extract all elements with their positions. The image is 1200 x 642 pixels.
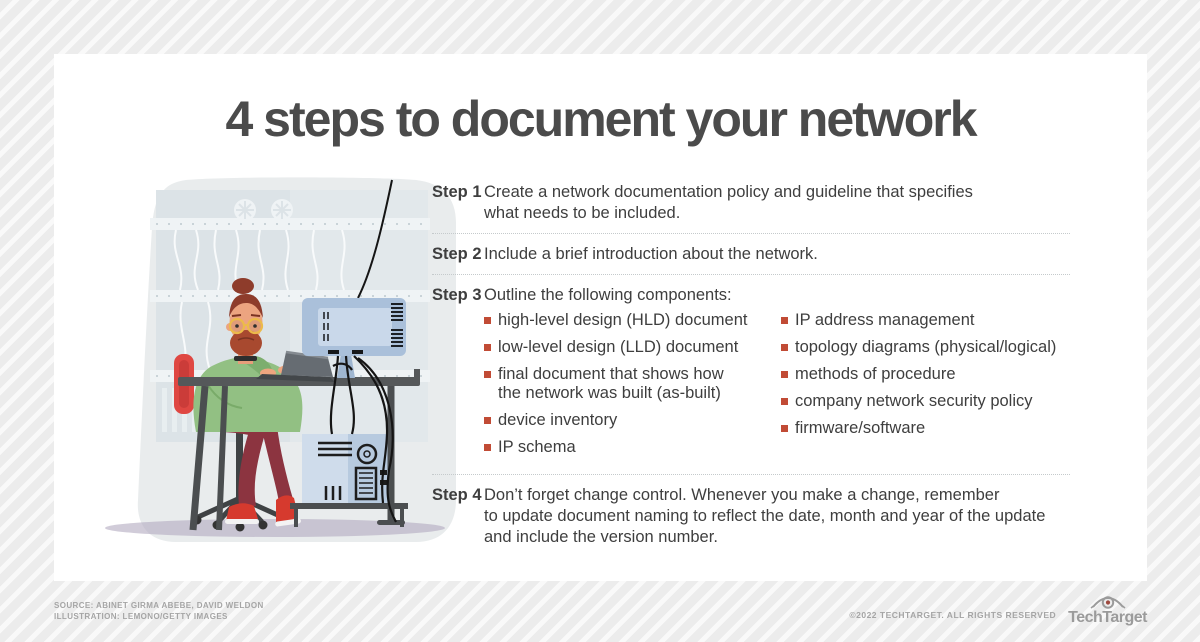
list-item: company network security policy — [781, 392, 1070, 411]
step-1-text: Create a network documentation policy an… — [484, 183, 973, 222]
list-item: high-level design (HLD) document — [484, 311, 781, 330]
square-bullet-icon — [781, 425, 788, 432]
techtarget-wordmark: TechTarget — [1068, 609, 1147, 626]
list-item: firmware/software — [781, 419, 1070, 438]
step-1-label: Step 1 — [432, 183, 482, 201]
list-item: topology diagrams (physical/logical) — [781, 338, 1070, 357]
step-3-text: Outline the following components: — [484, 286, 732, 304]
step-2-text: Include a brief introduction about the n… — [484, 245, 818, 263]
dotted-divider — [432, 233, 1070, 234]
components-columns: high-level design (HLD) document low-lev… — [484, 311, 1070, 465]
square-bullet-icon — [781, 344, 788, 351]
dotted-divider — [432, 274, 1070, 275]
cable — [357, 179, 393, 299]
square-bullet-icon — [781, 371, 788, 378]
source-credit: SOURCE: ABINET GIRMA ABEBE, DAVID WELDON — [54, 601, 264, 610]
laptop-icon — [256, 350, 335, 382]
list-item: low-level design (LLD) document — [484, 338, 781, 357]
cables — [329, 355, 397, 523]
list-item: IP address management — [781, 311, 1070, 330]
step-3-label: Step 3 — [432, 286, 482, 304]
glasses-icon — [228, 317, 264, 335]
list-item: device inventory — [484, 411, 781, 430]
list-item: methods of procedure — [781, 365, 1070, 384]
step-3: Step 3 Outline the following components:… — [432, 285, 1070, 465]
step-2-label: Step 2 — [432, 245, 482, 263]
computer-tower-icon — [290, 434, 408, 527]
square-bullet-icon — [484, 444, 491, 451]
square-bullet-icon — [484, 317, 491, 324]
page-title: 4 steps to document your network — [225, 91, 977, 147]
footer-right: ©2022 TECHTARGET. ALL RIGHTS RESERVED Te… — [849, 592, 1147, 627]
step-4-label: Step 4 — [432, 486, 482, 504]
square-bullet-icon — [781, 398, 788, 405]
person-head — [226, 278, 264, 364]
copyright-text: ©2022 TECHTARGET. ALL RIGHTS RESERVED — [849, 610, 1057, 620]
components-left-column: high-level design (HLD) document low-lev… — [484, 311, 781, 465]
step-4: Step 4 Don’t forget change control. When… — [432, 485, 1070, 548]
techtarget-logo: TechTarget — [1068, 592, 1147, 627]
steps-list: Step 1 Create a network documentation po… — [432, 182, 1070, 548]
list-item: final document that shows how the networ… — [484, 365, 781, 403]
step-3-content: Outline the following components: high-l… — [484, 285, 1070, 465]
step-1: Step 1 Create a network documentation po… — [432, 182, 1070, 224]
footer-credits: SOURCE: ABINET GIRMA ABEBE, DAVID WELDON… — [54, 600, 264, 622]
square-bullet-icon — [484, 417, 491, 424]
monitor-icon — [302, 298, 406, 378]
step-2: Step 2 Include a brief introduction abou… — [432, 244, 1070, 265]
components-right-column: IP address management topology diagrams … — [781, 311, 1070, 465]
content-card: 4 steps to document your network — [54, 54, 1147, 581]
floor-shadow — [105, 519, 445, 537]
techtarget-eye-icon — [1090, 596, 1126, 609]
square-bullet-icon — [484, 344, 491, 351]
square-bullet-icon — [484, 371, 491, 378]
network-engineer-illustration — [105, 177, 456, 542]
illustration-credit: ILLUSTRATION: LEMONO/GETTY IMAGES — [54, 612, 228, 621]
dotted-divider — [432, 474, 1070, 475]
list-item: IP schema — [484, 438, 781, 457]
step-4-text: Don’t forget change control. Whenever yo… — [484, 486, 1046, 546]
square-bullet-icon — [781, 317, 788, 324]
